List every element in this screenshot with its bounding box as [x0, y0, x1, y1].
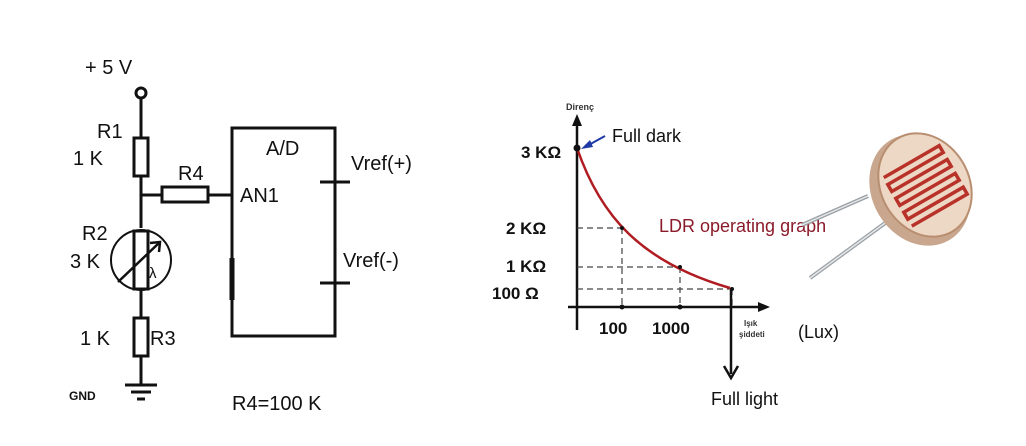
- y-tick-2k: 2 KΩ: [506, 219, 546, 238]
- unit-label: (Lux): [798, 322, 839, 342]
- gnd-label: GND: [69, 389, 96, 403]
- full-light-arrow-head: [722, 365, 740, 381]
- light-lambda-icon: λ: [149, 265, 157, 282]
- r2-name: R2: [82, 223, 108, 245]
- r4-note: R4=100 K: [232, 393, 322, 415]
- full-dark-arrow-head: [581, 140, 593, 149]
- vref-minus-label: Vref(-): [343, 250, 399, 272]
- ldr-photoresistor-icon: [801, 132, 973, 280]
- r4-name: R4: [178, 163, 204, 185]
- supply-terminal-icon: [134, 86, 148, 100]
- vref-plus-label: Vref(+): [351, 153, 412, 175]
- x-tick-100: 100: [599, 319, 627, 338]
- r1-name: R1: [97, 121, 123, 143]
- x-tick-100-mark: [619, 304, 625, 310]
- y-axis-arrow-icon: [572, 114, 582, 126]
- r2-value: 3 K: [70, 251, 101, 273]
- ldr-graph: 3 KΩ 2 KΩ 1 KΩ 100 Ω 100 1000 Direnç Işı…: [492, 102, 839, 409]
- supply-label: + 5 V: [85, 57, 133, 79]
- an1-label: AN1: [240, 185, 279, 207]
- r4-resistor-icon: [160, 185, 210, 204]
- ad-label: A/D: [266, 138, 299, 160]
- full-dark-label: Full dark: [612, 126, 682, 146]
- r1-resistor-icon: [132, 136, 150, 178]
- r3-name: R3: [150, 328, 176, 350]
- full-dark-point: [573, 144, 581, 152]
- ad-converter-box: [230, 126, 337, 338]
- circuit-schematic: [110, 86, 350, 401]
- x-axis-arrow-icon: [758, 302, 770, 312]
- x-tick-1000-mark: [677, 304, 683, 310]
- r3-value: 1 K: [80, 328, 111, 350]
- x-axis-label-line1: Işık: [744, 319, 758, 328]
- full-light-label: Full light: [711, 389, 778, 409]
- r1-value: 1 K: [73, 148, 104, 170]
- y-axis-label: Direnç: [566, 102, 594, 112]
- point-2k: [620, 226, 624, 230]
- x-axis-label-line2: şiddeti: [739, 330, 765, 339]
- x-tick-1000: 1000: [652, 319, 690, 338]
- point-1k: [678, 265, 682, 269]
- y-tick-3k: 3 KΩ: [521, 143, 561, 162]
- r3-resistor-icon: [132, 316, 150, 358]
- ground-icon: [125, 383, 157, 401]
- y-tick-100: 100 Ω: [492, 284, 539, 303]
- y-tick-1k: 1 KΩ: [506, 257, 546, 276]
- ldr-curve-series: [575, 147, 731, 290]
- graph-title: LDR operating graph: [659, 216, 826, 236]
